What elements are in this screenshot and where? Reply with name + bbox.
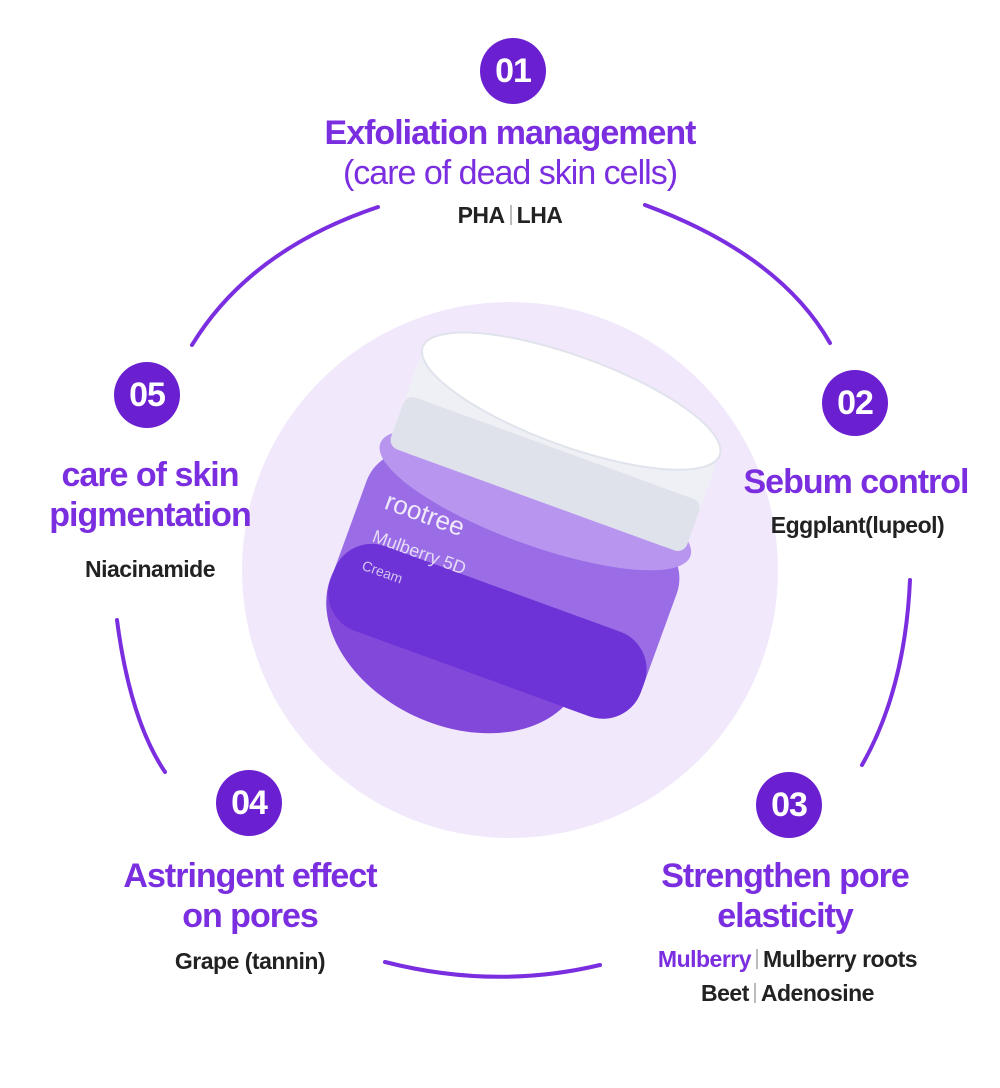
ingredient-beet: Beet: [701, 980, 749, 1006]
ingredient-pha: PHA: [457, 202, 506, 228]
step-04-ingredients: Grape (tannin): [174, 948, 326, 974]
step-04-title: Astringent effect on pores: [85, 856, 415, 936]
step-03-ingredients-row2: Beet Adenosine: [600, 978, 975, 1008]
step-01-title-text: Exfoliation management: [324, 114, 697, 152]
ingredient-adenosine: Adenosine: [760, 980, 875, 1006]
step-01-title: Exfoliation management (care of dead ski…: [250, 113, 770, 193]
step-03-ingredients-row1: Mulberry Mulberry roots: [600, 944, 975, 974]
ingredient-mulberry-roots: Mulberry roots: [763, 946, 918, 972]
product-illustration: rootree Mulberry 5D Cream: [242, 302, 778, 838]
step-02-title: Sebum control: [743, 463, 969, 501]
arc-04-03: [383, 960, 602, 979]
step-05-ingredients: Niacinamide: [85, 556, 216, 582]
ingredient-mulberry: Mulberry: [657, 946, 752, 972]
step-05-title: care of skin pigmentation: [30, 455, 270, 535]
step-03-title: Strengthen pore elasticity: [620, 856, 950, 936]
arc-05-04: [115, 618, 167, 774]
separator: [753, 983, 756, 1003]
separator: [509, 205, 512, 225]
step-01-subtitle: (care of dead skin cells): [342, 154, 678, 192]
arc-01-02: [643, 203, 832, 345]
arc-05-01: [190, 205, 380, 347]
separator: [756, 949, 759, 969]
step-05-title-line2: pigmentation: [49, 496, 251, 534]
arc-02-03: [860, 578, 912, 767]
step-01-badge: 01: [480, 38, 546, 104]
step-04-badge: 04: [216, 770, 282, 836]
step-03-badge: 03: [756, 772, 822, 838]
step-05-title-line1: care of skin: [61, 456, 240, 494]
step-05-badge: 05: [114, 362, 180, 428]
ingredient-lha: LHA: [516, 202, 563, 228]
jar: rootree Mulberry 5D Cream: [328, 331, 722, 719]
step-02-ingredients: Eggplant(lupeol): [770, 512, 945, 538]
step-04-title-line2: on pores: [182, 897, 319, 935]
step-03-title-line1: Strengthen pore: [661, 857, 910, 895]
step-02-badge: 02: [822, 370, 888, 436]
step-04-title-line1: Astringent effect: [123, 857, 377, 895]
step-01-ingredients: PHA LHA: [410, 200, 610, 230]
step-03-title-line2: elasticity: [717, 897, 854, 935]
